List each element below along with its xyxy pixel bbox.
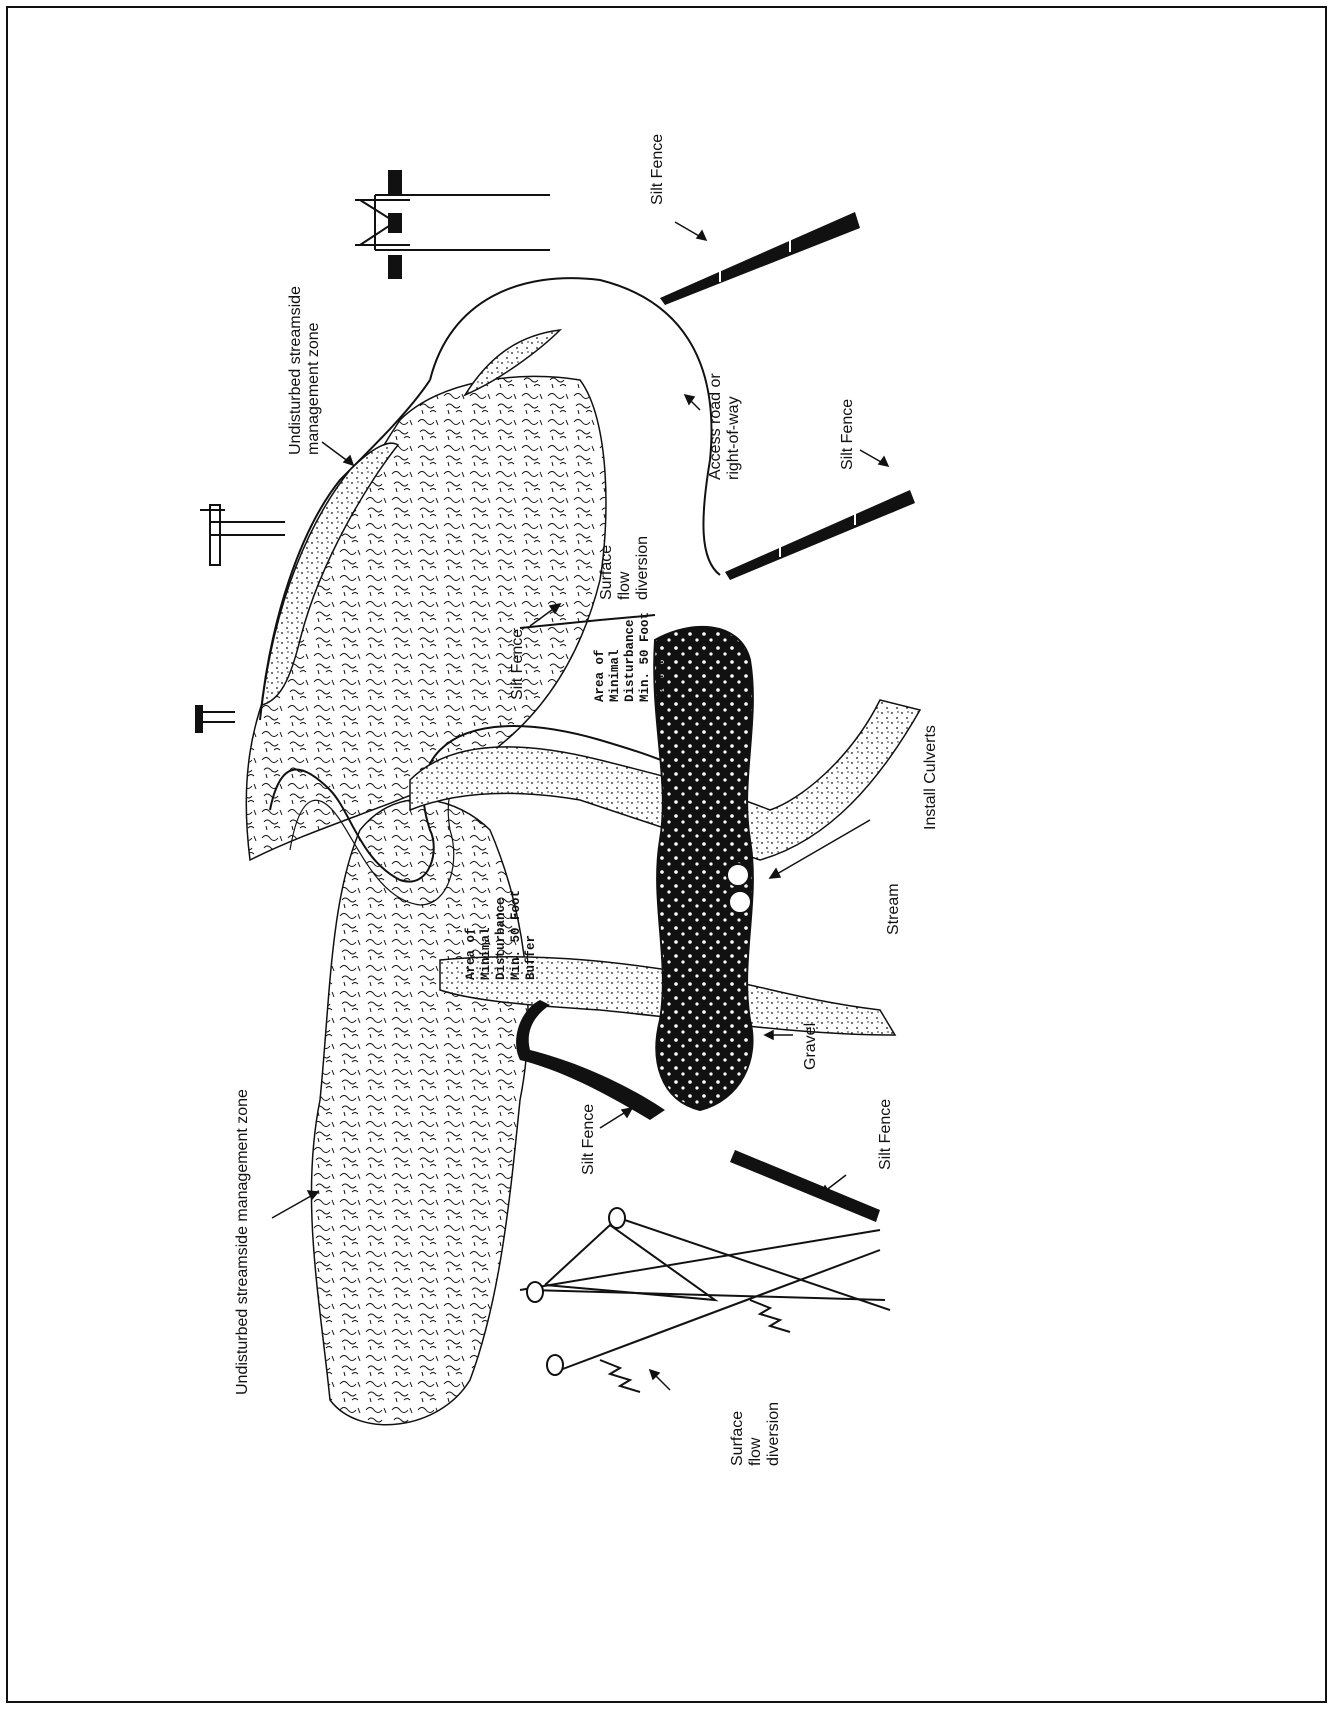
label-surface-flow-top-2: flow	[616, 571, 633, 600]
label-undisturbed-zone-top-2: management zone	[305, 322, 322, 455]
label-silt-fence-1: Silt Fence	[649, 134, 666, 205]
transmission-tower-icon	[355, 170, 550, 279]
label-undisturbed-zone-left: Undisturbed streamside management zone	[234, 1089, 251, 1395]
forest-canopy-lower	[311, 800, 528, 1425]
label-surface-flow-top-3: diversion	[634, 536, 651, 600]
label-access-road-2: right-of-way	[725, 396, 742, 480]
transmission-tower-icon-large	[520, 1208, 890, 1392]
label-install-culverts: Install Culverts	[922, 725, 939, 830]
label-buffer-bottom-5: Buffer	[524, 935, 538, 980]
label-buffer-top-1: Area of	[593, 649, 607, 702]
label-surface-flow-top-1: Surface	[598, 545, 615, 600]
label-surface-flow-bottom-2: flow	[747, 1437, 764, 1466]
tree-canopy-icon	[311, 800, 528, 1425]
label-buffer-top-4: Min. 50 Foot	[638, 612, 652, 702]
label-silt-fence-3: Silt Fence	[509, 629, 526, 700]
silt-fence-bottom	[730, 1150, 880, 1222]
label-buffer-bottom-4: Min. 50 Foot	[509, 890, 523, 980]
label-silt-fence-2: Silt Fence	[839, 399, 856, 470]
label-stream: Stream	[885, 883, 902, 935]
label-buffer-bottom-3: Disturbance	[494, 897, 508, 980]
culvert-pipe-icon	[729, 891, 751, 913]
silt-fence-mid-right	[725, 490, 915, 580]
silt-fence-top-right	[660, 212, 860, 305]
label-undisturbed-zone-top-1: Undisturbed streamside	[287, 286, 304, 455]
label-surface-flow-bottom-1: Surface	[729, 1411, 746, 1466]
label-silt-fence-5: Silt Fence	[877, 1099, 894, 1170]
label-access-road-1: Access road or	[707, 373, 724, 480]
label-buffer-top-5: Buffer	[653, 657, 667, 702]
label-surface-flow-bottom-3: diversion	[765, 1402, 782, 1466]
label-buffer-top-3: Disturbance	[623, 619, 637, 702]
label-buffer-top-2: Minimal	[608, 649, 622, 702]
culvert-pipe-icon	[727, 864, 749, 886]
silt-fence-lower	[516, 1000, 665, 1120]
label-silt-fence-4: Silt Fence	[580, 1104, 597, 1175]
transmission-tower-icon	[200, 505, 285, 565]
label-buffer-bottom-2: Minimal	[479, 927, 493, 980]
label-buffer-bottom-1: Area of	[464, 927, 478, 980]
transmission-tower-icon	[195, 705, 235, 733]
label-gravel: Gravel	[802, 1023, 819, 1070]
